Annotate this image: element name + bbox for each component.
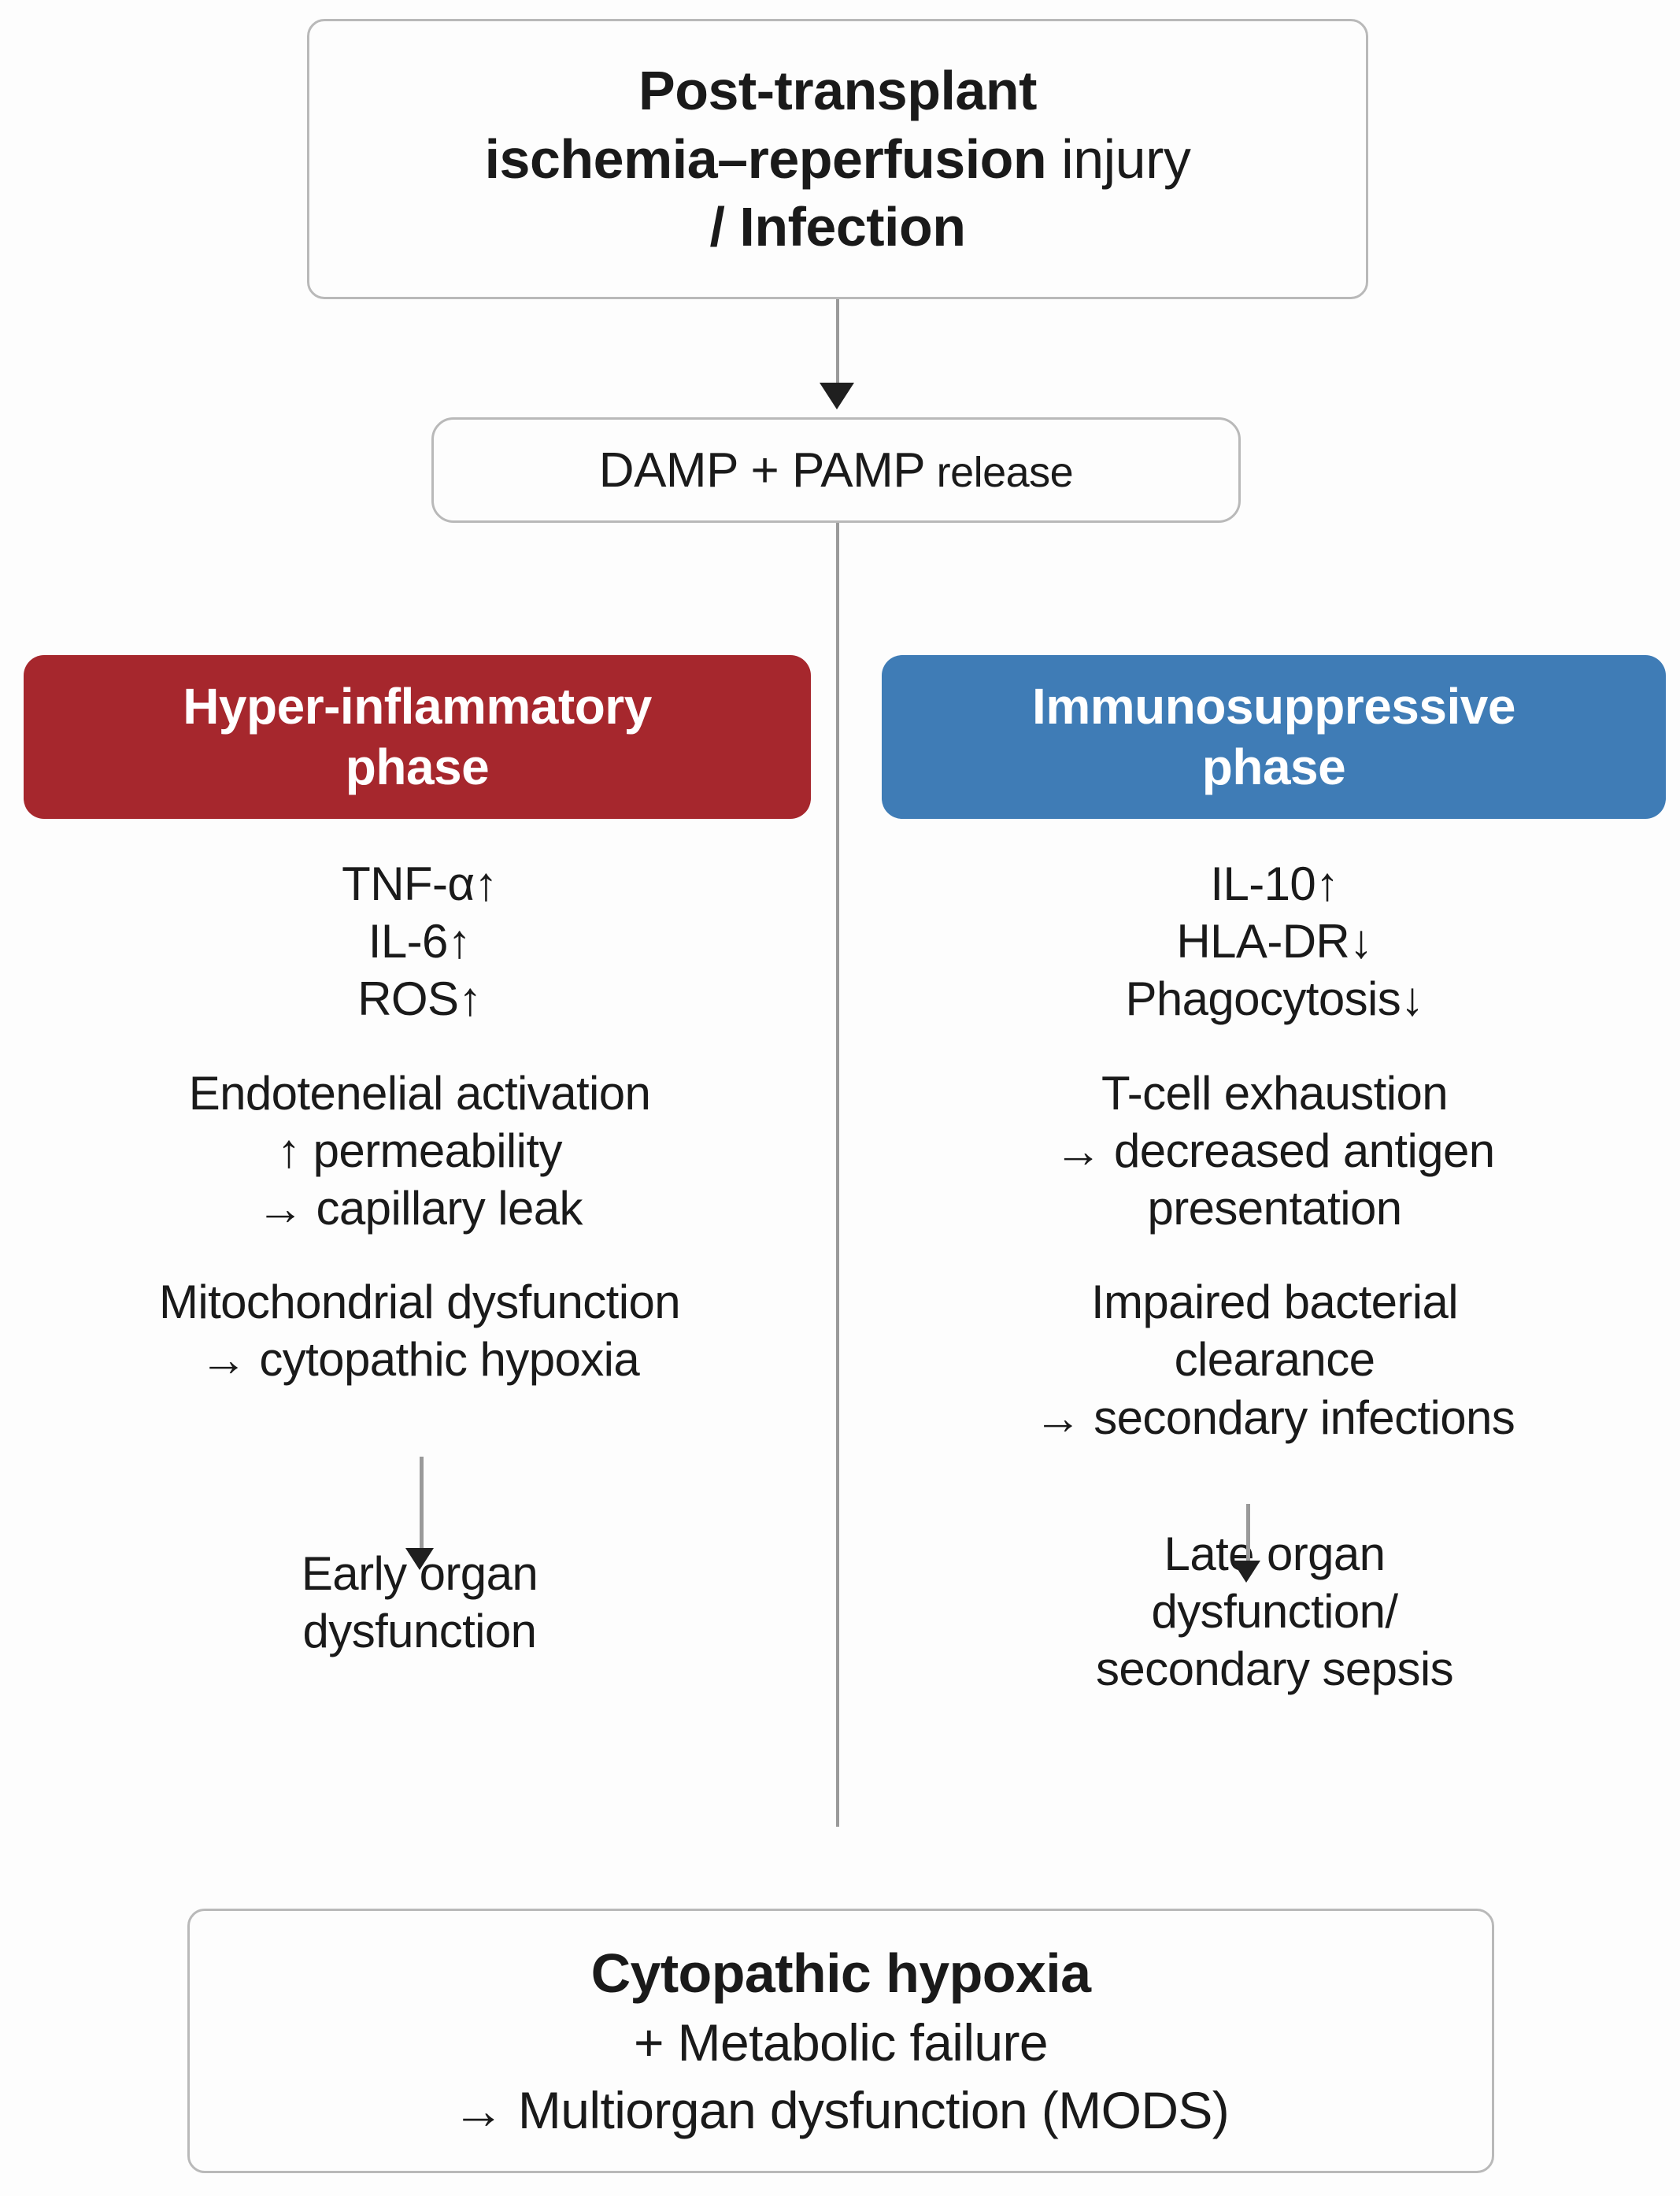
arrowhead-down-icon [820, 383, 854, 409]
hyper-header-line-1: Hyper-inflammatory [183, 678, 652, 735]
immuno-row: presentation [1147, 1181, 1402, 1235]
immuno-row: T-cell exhaustion [1101, 1066, 1449, 1120]
trigger-line-2-regular: injury [1046, 128, 1191, 190]
hyper-row: TNF-α↑ [342, 857, 498, 910]
final-outcome-box: Cytopathic hypoxia + Metabolic failure →… [187, 1909, 1494, 2173]
outcome-line-2: + Metabolic failure [633, 2013, 1049, 2072]
immuno-group-outcome: Late organ dysfunction/ secondary sepsis [877, 1525, 1672, 1698]
hyper-row: → cytopathic hypoxia [199, 1333, 640, 1387]
trigger-line-1: Post-transplant [638, 59, 1037, 121]
immunosuppressive-column: IL-10↑ HLA-DR↓ Phagocytosis↓ T-cell exha… [877, 855, 1672, 1698]
hyper-row: IL-6↑ [368, 915, 472, 968]
hyper-row: ROS↑ [357, 972, 482, 1026]
hyper-row: → capillary leak [257, 1181, 583, 1235]
damp-main: DAMP + PAMP [598, 443, 926, 498]
connector-line-hyper-to-outcome [420, 1457, 424, 1557]
hyper-header-text: Hyper-inflammatory phase [183, 676, 652, 798]
damp-suffix: release [925, 448, 1074, 496]
hyper-row: dysfunction [302, 1604, 538, 1657]
immuno-row: Phagocytosis↓ [1125, 972, 1424, 1026]
immuno-row: Impaired bacterial [1090, 1276, 1459, 1329]
connector-line-immuno-to-outcome [1246, 1504, 1250, 1570]
hyper-group-mitochondrial: Mitochondrial dysfunction → cytopathic h… [22, 1273, 817, 1388]
hyper-group-endothelial: Endotenelial activation ↑ permeability →… [22, 1065, 817, 1238]
immuno-header-text: Immunosuppressive phase [1032, 676, 1515, 798]
hyper-header-line-2: phase [345, 739, 490, 795]
arrowhead-down-icon [405, 1548, 434, 1570]
outcome-line-1: Cytopathic hypoxia [590, 1942, 1091, 2004]
immuno-row: IL-10↑ [1210, 857, 1339, 910]
immuno-header-line-1: Immunosuppressive [1032, 678, 1515, 735]
immuno-group-tcell: T-cell exhaustion → decreased antigen pr… [877, 1065, 1672, 1238]
connector-line-trigger-to-damp [836, 299, 839, 387]
immuno-group-bacterial: Impaired bacterial clearance → secondary… [877, 1273, 1672, 1446]
immuno-row: secondary sepsis [1096, 1642, 1454, 1696]
hyper-group-outcome: Early organ dysfunction [22, 1545, 817, 1660]
outcome-line-3: → Multiorgan dysfunction (MODS) [452, 2080, 1230, 2139]
arrowhead-down-icon [1232, 1561, 1260, 1583]
hyper-inflammatory-column: TNF-α↑ IL-6↑ ROS↑ Endotenelial activatio… [22, 855, 817, 1660]
immuno-row: → secondary infections [1034, 1391, 1515, 1444]
hyper-arrow-spacer [22, 1425, 817, 1457]
trigger-line-2-bold: ischemia–reperfusion [484, 128, 1047, 190]
hyper-inflammatory-phase-header: Hyper-inflammatory phase [24, 655, 811, 819]
immuno-row: HLA-DR↓ [1176, 915, 1373, 968]
trigger-line-2: ischemia–reperfusion injury [485, 125, 1191, 194]
hyper-row: Mitochondrial dysfunction [158, 1276, 681, 1329]
immuno-row: → decreased antigen [1054, 1124, 1496, 1177]
damp-text: DAMP + PAMP release [598, 443, 1074, 498]
trigger-box: Post-transplant ischemia–reperfusion inj… [307, 19, 1368, 299]
immunosuppressive-phase-header: Immunosuppressive phase [882, 655, 1666, 819]
immuno-header-line-2: phase [1201, 739, 1346, 795]
column-divider-line [836, 523, 839, 1827]
immuno-row: clearance [1174, 1333, 1375, 1387]
hyper-row: Endotenelial activation [188, 1066, 651, 1120]
hyper-row: ↑ permeability [277, 1124, 562, 1177]
trigger-line-3: / Infection [709, 196, 966, 258]
immuno-row: Late organ [1164, 1527, 1386, 1580]
immuno-group-mediators: IL-10↑ HLA-DR↓ Phagocytosis↓ [877, 855, 1672, 1028]
hyper-group-mediators: TNF-α↑ IL-6↑ ROS↑ [22, 855, 817, 1028]
immuno-row: dysfunction/ [1151, 1584, 1399, 1638]
damp-pamp-box: DAMP + PAMP release [431, 417, 1241, 523]
